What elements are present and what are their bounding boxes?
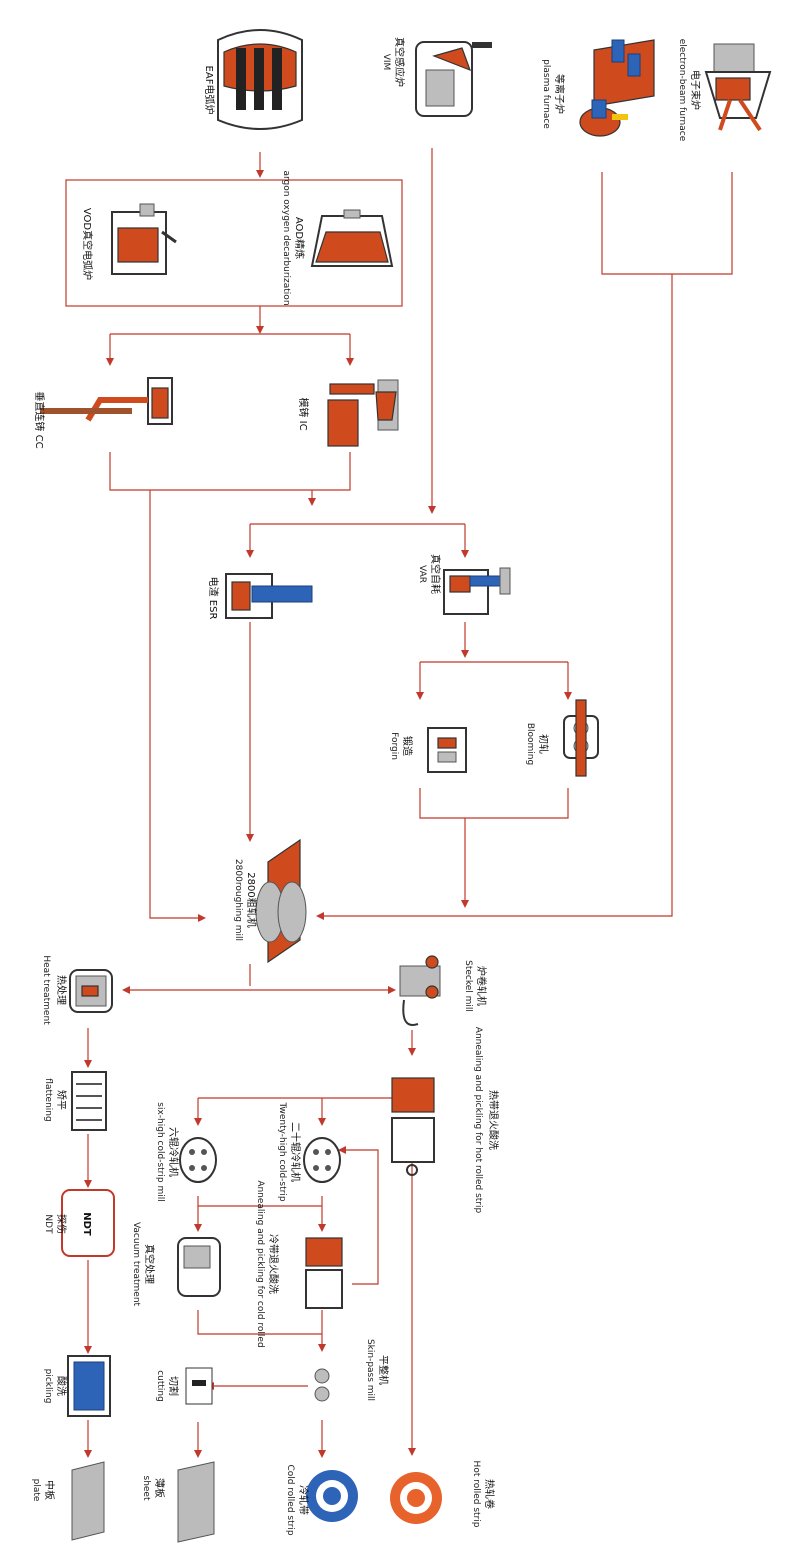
forging-label-en: Forgin [389, 732, 399, 760]
continuous-casting-icon [40, 377, 173, 425]
steckel-mill-icon [399, 955, 441, 1026]
plate-label-en: plate [31, 1479, 41, 1502]
skinpass-label-en: Skin-pass mill [365, 1339, 375, 1401]
twentyhigh-label-zh: 二十辊冷轧机 [289, 1122, 302, 1182]
pickling-tank-icon [67, 1355, 111, 1417]
vacuum-label-zh: 真空处理 [143, 1244, 156, 1284]
electron-beam-furnace-icon [704, 43, 772, 132]
var-label-en: VAR [417, 565, 427, 583]
coldstrip-label-zh: 冷轧带 [297, 1485, 310, 1515]
ndt-label-en: NDT [43, 1214, 53, 1234]
sixhigh-label-zh: 六辊冷轧机 [167, 1127, 180, 1177]
ic-label: 模铸 IC [297, 397, 310, 430]
plasma-label-zh: 等离子炉 [553, 74, 566, 114]
ingot-casting-icon [327, 379, 399, 447]
aod-label-zh: AOD精炼 [293, 217, 306, 259]
twentyhigh-label-en: Twenty-high cold-strip [277, 1101, 287, 1201]
connector-lines [65, 148, 733, 1458]
six-high-mill-icon [179, 1137, 217, 1183]
ndt-badge: NDT [61, 1189, 115, 1257]
pickling-label-en: pickling [43, 1369, 53, 1404]
eaf-label: EAF电弧炉 [203, 66, 216, 115]
vacuum-label-en: Vacuum treatment [131, 1222, 141, 1307]
annealhot-label-en: Annealing and pickling for hot rolled st… [473, 1027, 483, 1214]
annealcold-label-en: Annealing and pickling for cold rolled [255, 1180, 265, 1347]
eaf-furnace-icon [217, 29, 303, 130]
roughing-label-en: 2800roughing mill [233, 859, 243, 941]
steckel-label-en: Steckel mill [463, 960, 473, 1012]
aod-label-en: argon oxygen decarburization [281, 170, 291, 305]
aod-converter-icon [310, 209, 394, 267]
sheet-label-en: sheet [141, 1476, 151, 1501]
plasma-furnace-icon [579, 39, 655, 137]
cutting-machine-icon [185, 1367, 213, 1405]
heat-label-en: Heat treatment [41, 955, 51, 1025]
coldstrip-label-en: Cold rolled strip [285, 1464, 295, 1535]
cutting-label-zh: 切割 [167, 1376, 180, 1396]
hotstrip-label-en: Hot rolled strip [471, 1461, 481, 1528]
ebeam-label-en: electron-beam furnace [677, 39, 687, 142]
pickling-label-zh: 酸洗 [55, 1376, 68, 1396]
labels: EAF电弧炉 真空感应炉 VIM 电子束炉 electron-beam furn… [31, 37, 702, 1536]
vim-furnace-icon [415, 41, 492, 117]
annealcold-label-zh: 冷带退火酸洗 [267, 1234, 280, 1294]
hot-rolled-coil-icon [390, 1472, 442, 1524]
vod-label: VOD真空电弧炉 [81, 208, 94, 280]
cold-rolled-coil-icon [306, 1470, 358, 1522]
skinpass-label-zh: 平整机 [377, 1355, 390, 1385]
flattening-machine-icon [71, 1071, 107, 1131]
ndt-badge-text: NDT [81, 1212, 92, 1236]
plate-label-zh: 中板 [43, 1480, 56, 1500]
vod-furnace-icon [111, 203, 177, 275]
annealhot-label-zh: 热带退火酸洗 [487, 1090, 500, 1150]
blooming-label-zh: 初轧 [537, 734, 550, 754]
blooming-label-en: Blooming [525, 723, 535, 765]
sheet-product-icon [177, 1461, 215, 1543]
cc-label: 垂直连铸 CC [33, 391, 46, 448]
vim-label-en: VIM [381, 54, 391, 71]
vim-label-zh: 真空感应炉 [393, 37, 406, 87]
plasma-label-en: plasma furnace [541, 59, 551, 129]
flattening-label-en: flattening [43, 1078, 53, 1121]
forging-press-icon [427, 727, 467, 773]
var-label-zh: 真空自耗 [429, 554, 442, 594]
esr-label: 电渣 ESR [207, 577, 220, 620]
hot-strip-annealing-line-icon [391, 1077, 435, 1176]
roughing-label-zh: 2800粗轧机 [245, 872, 258, 927]
heat-treatment-furnace-icon [69, 969, 113, 1013]
forging-label-zh: 锻造 [401, 736, 414, 756]
heat-label-zh: 热处理 [55, 975, 68, 1005]
vacuum-treatment-furnace-icon [177, 1237, 221, 1297]
roughing-mill-icon [255, 838, 307, 964]
steckel-label-zh: 炉卷轧机 [475, 966, 488, 1006]
flattening-label-zh: 矫平 [55, 1090, 68, 1110]
ebeam-label-zh: 电子束炉 [689, 70, 702, 110]
plate-product-icon [71, 1461, 105, 1541]
skin-pass-mill-icon [314, 1368, 330, 1402]
cold-strip-annealing-line-icon [305, 1237, 343, 1309]
var-furnace-icon [443, 567, 511, 615]
ndt-label-zh: 探伤 [55, 1214, 68, 1234]
blooming-mill-icon [563, 699, 599, 777]
sixhigh-label-en: six-high cold-strip mill [155, 1102, 165, 1201]
sheet-label-zh: 薄板 [153, 1478, 166, 1498]
esr-furnace-icon [225, 573, 313, 619]
hotstrip-label-zh: 热轧卷 [483, 1479, 496, 1509]
twenty-high-mill-icon [303, 1137, 341, 1183]
cutting-label-en: cutting [155, 1370, 165, 1402]
